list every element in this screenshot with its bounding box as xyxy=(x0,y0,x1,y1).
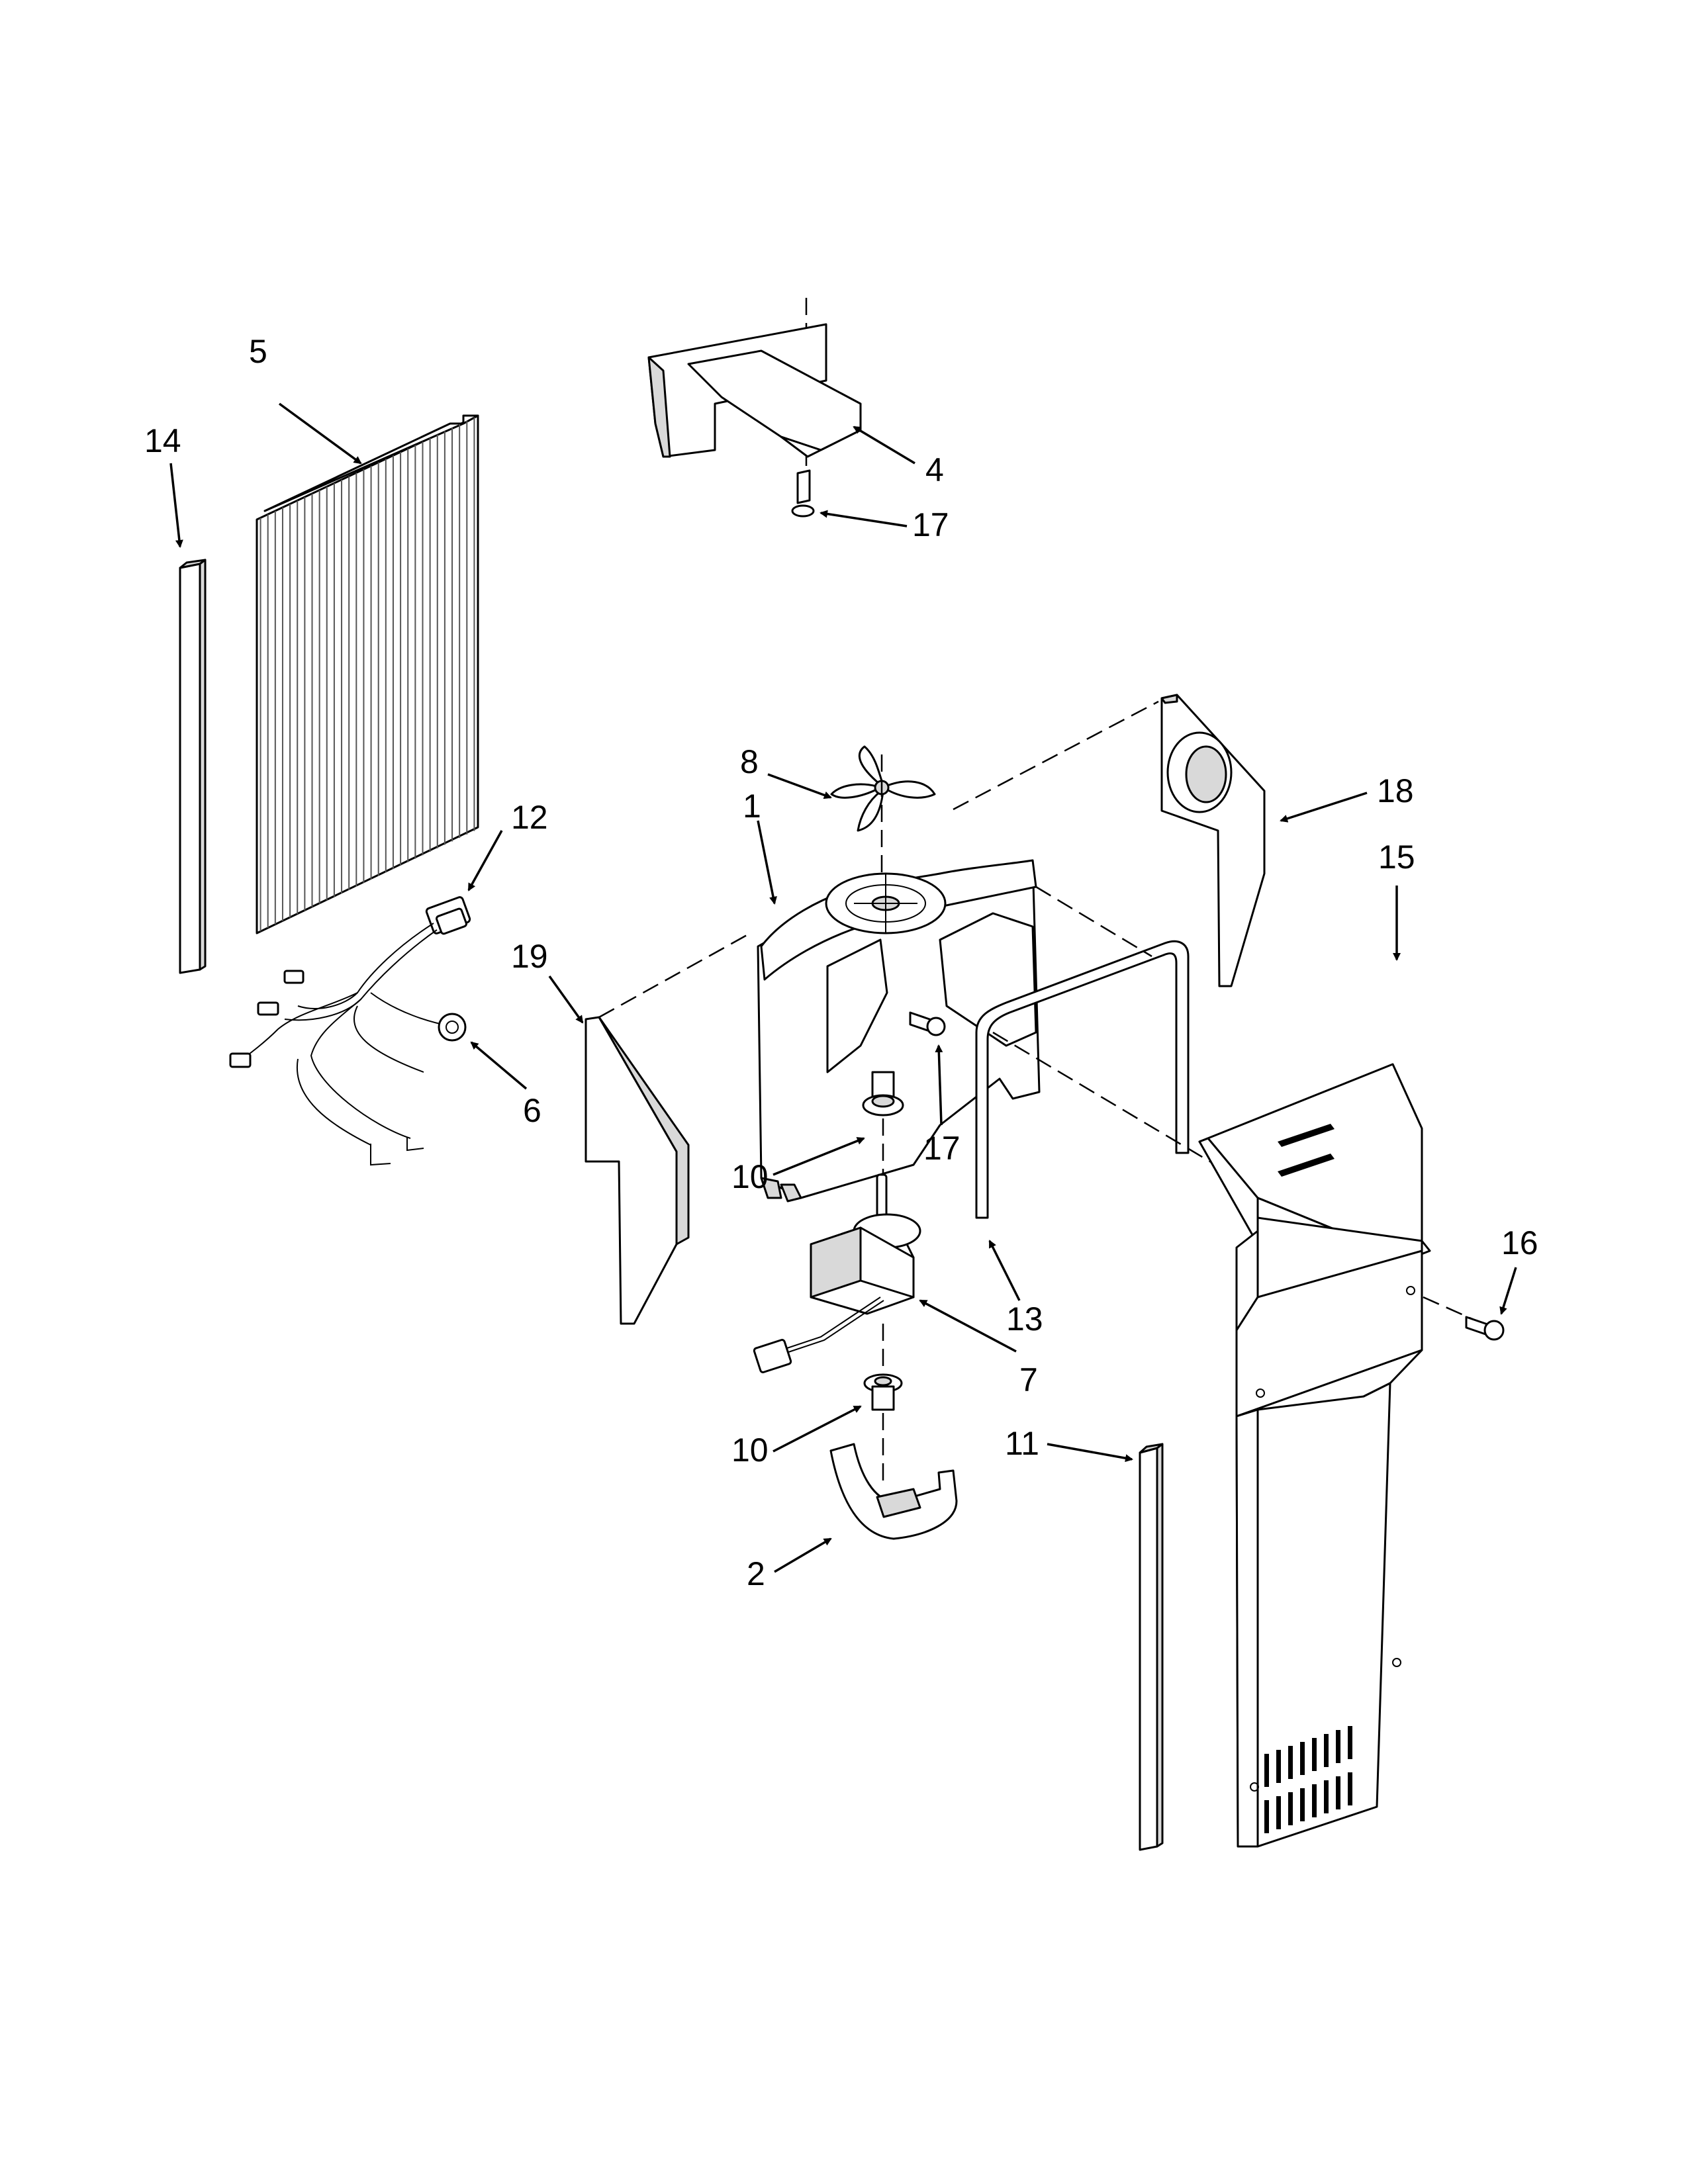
part-8-fan-blade xyxy=(830,745,936,893)
leader-lines xyxy=(169,402,1517,1573)
callout-12: 12 xyxy=(511,799,548,836)
callout-labels: 14 5 4 17 8 1 12 19 6 10 17 13 7 10 2 11… xyxy=(144,333,1538,1592)
part-10-grommet-lower xyxy=(863,1373,903,1486)
vent-slot xyxy=(1336,1730,1340,1763)
part-7-fan-motor xyxy=(753,1173,921,1377)
callout-17-middle: 17 xyxy=(923,1130,961,1167)
callout-4: 4 xyxy=(925,451,944,488)
vent-slot xyxy=(1264,1754,1269,1787)
part-15-vent-slots xyxy=(1278,1124,1335,1177)
callout-14: 14 xyxy=(144,422,181,459)
part-16-screw xyxy=(1423,1296,1505,1341)
vent-slot xyxy=(1348,1726,1352,1759)
callout-10-lower: 10 xyxy=(731,1432,769,1469)
vent-slot xyxy=(1312,1738,1317,1771)
vent-slot xyxy=(1288,1792,1293,1825)
part-11-strip xyxy=(1139,1443,1164,1851)
callout-16: 16 xyxy=(1501,1224,1538,1261)
vent-slot xyxy=(1324,1734,1329,1767)
callout-17-top: 17 xyxy=(912,506,949,543)
part-5-evaporator-panel xyxy=(256,414,479,934)
part-1-fan-shroud xyxy=(757,859,1041,1203)
vent-slot xyxy=(1336,1776,1340,1809)
part-14-strip xyxy=(179,559,207,974)
callout-10-upper: 10 xyxy=(731,1158,769,1195)
callout-15: 15 xyxy=(1378,839,1415,876)
part-17-screw-middle xyxy=(909,1011,946,1036)
callout-13: 13 xyxy=(1006,1300,1043,1338)
callout-1: 1 xyxy=(743,788,761,825)
vent-slot xyxy=(1276,1796,1281,1829)
callout-7: 7 xyxy=(1019,1361,1038,1398)
part-12-wire-harness xyxy=(229,896,471,1166)
part-15-rear-panel xyxy=(1198,1063,1431,1848)
panel-fins xyxy=(259,417,475,932)
callout-19: 19 xyxy=(511,938,548,975)
vent-slot xyxy=(1300,1742,1305,1775)
callout-11: 11 xyxy=(1005,1425,1039,1462)
vent-slot xyxy=(1348,1772,1352,1805)
callout-2: 2 xyxy=(747,1555,765,1592)
part-4-top-duct xyxy=(647,298,862,518)
vent-slot xyxy=(1276,1750,1281,1783)
part-2-motor-bracket xyxy=(829,1443,958,1540)
vent-slot xyxy=(1288,1746,1293,1779)
vent-slot xyxy=(1300,1788,1305,1821)
rear-panel-vents xyxy=(1264,1726,1352,1833)
part-19-duct-panel xyxy=(585,933,749,1325)
part-18-duct-plate xyxy=(1160,694,1266,987)
part-10-grommet-upper xyxy=(862,1071,904,1178)
callout-18: 18 xyxy=(1377,772,1414,809)
vent-slot xyxy=(1264,1800,1269,1833)
callout-6: 6 xyxy=(523,1092,541,1129)
callout-8: 8 xyxy=(740,743,759,780)
vent-slot xyxy=(1312,1784,1317,1817)
vent-slot xyxy=(1324,1780,1329,1813)
callout-5: 5 xyxy=(249,333,267,370)
